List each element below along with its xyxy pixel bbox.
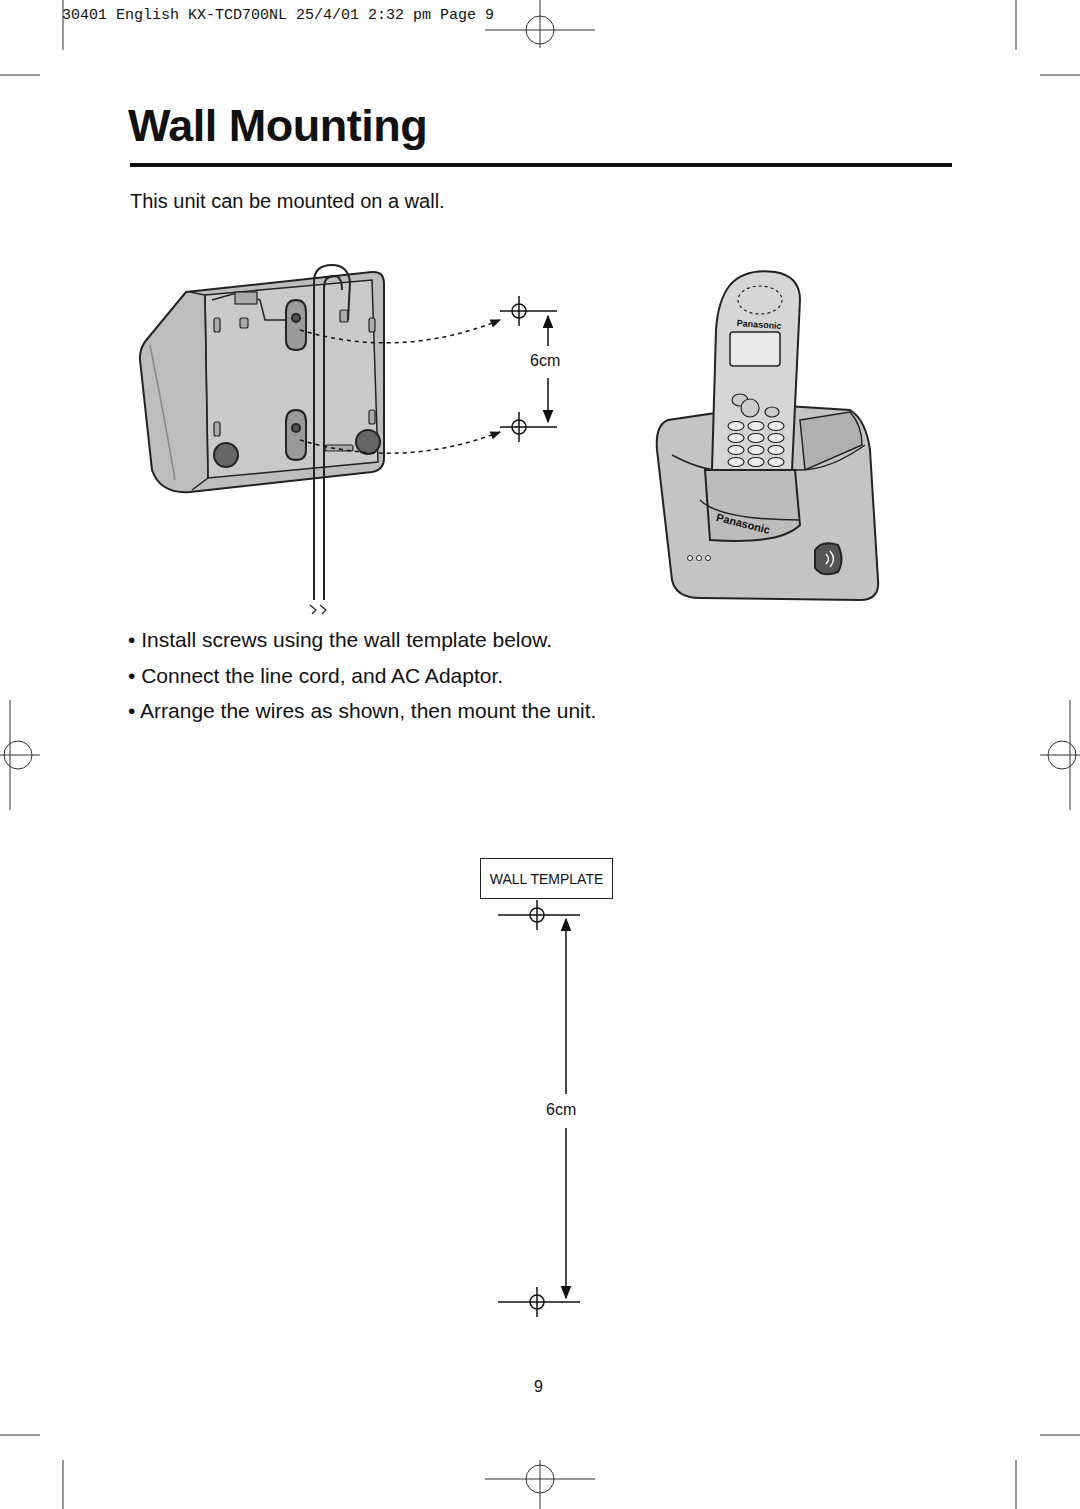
box-text: WALL TEMPLATE — [490, 871, 604, 887]
base-unit-rear — [140, 265, 384, 614]
key — [748, 458, 764, 467]
key — [728, 434, 744, 443]
intro-text: This unit can be mounted on a wall. — [130, 190, 445, 213]
dimension-arrow — [565, 1128, 567, 1298]
template-mark — [498, 900, 580, 1317]
instruction-bullet: • Arrange the wires as shown, then mount… — [128, 699, 596, 723]
dimension-label: 6cm — [546, 1101, 576, 1119]
dimension-arrow — [547, 316, 549, 346]
key — [748, 434, 764, 443]
instruction-bullet: • Install screws using the wall template… — [128, 628, 552, 652]
key — [768, 434, 784, 443]
dimension-label: 6cm — [530, 352, 560, 370]
dimension-arrow — [547, 378, 549, 422]
leader-line — [300, 320, 500, 343]
dimension-arrow — [565, 919, 567, 1094]
instruction-bullet: • Connect the line cord, and AC Adaptor. — [128, 664, 503, 688]
key — [748, 446, 764, 455]
key — [768, 458, 784, 467]
key — [728, 446, 744, 455]
key — [728, 458, 744, 467]
template-label-box: WALL TEMPLATE — [480, 858, 613, 899]
title-rule — [130, 163, 952, 167]
print-header: 30401 English KX-TCD700NL 25/4/01 2:32 p… — [62, 7, 494, 24]
leader-line — [300, 432, 500, 453]
page-title: Wall Mounting — [128, 100, 427, 152]
handset-in-charger — [657, 271, 878, 600]
key — [768, 422, 784, 431]
key — [748, 422, 764, 431]
key — [768, 446, 784, 455]
page-number: 9 — [534, 1378, 543, 1396]
key — [728, 422, 744, 431]
